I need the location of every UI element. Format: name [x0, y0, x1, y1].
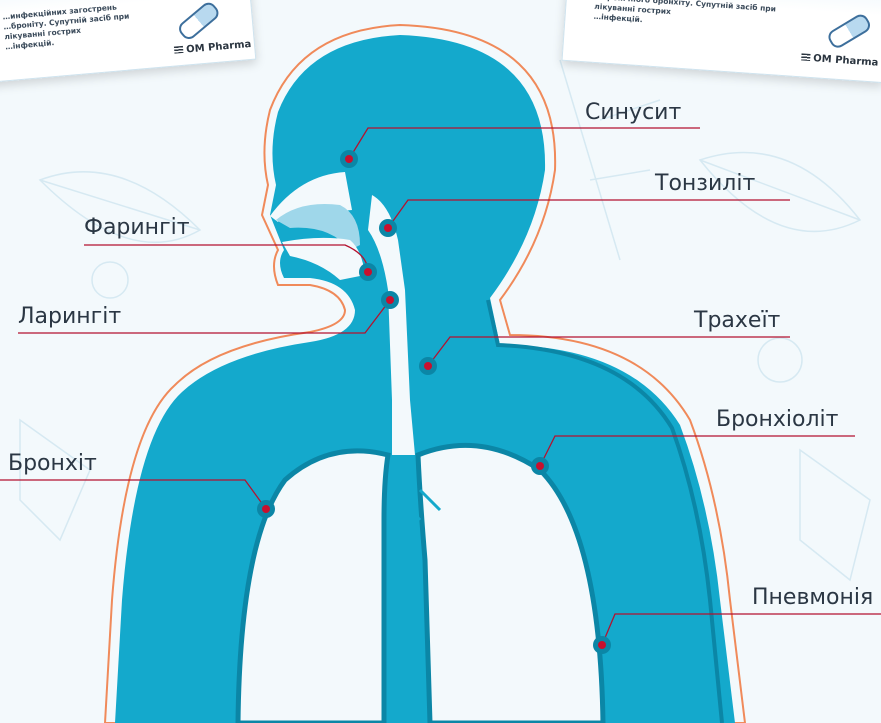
label-pharyngitis: Фарингіт	[84, 215, 190, 241]
label-sinusitis: Синусит	[585, 100, 681, 126]
label-bronchiolitis: Бронхіоліт	[716, 407, 838, 433]
label-tonsillitis: Тонзиліт	[655, 171, 755, 197]
label-tracheitis: Трахеїт	[694, 308, 780, 334]
label-bronchitis: Бронхіт	[8, 451, 97, 477]
label-laryngitis: Ларингіт	[18, 304, 121, 330]
label-pneumonia: Пневмонія	[752, 585, 873, 611]
